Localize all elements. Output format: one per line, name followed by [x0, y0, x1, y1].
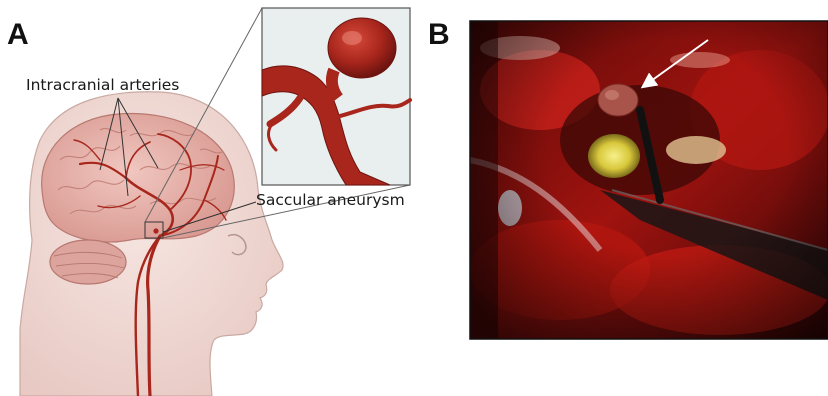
- cerebellum: [50, 240, 126, 284]
- callout-intracranial-arteries: Intracranial arteries: [26, 76, 179, 94]
- panel-label-a: A: [7, 18, 29, 52]
- intraoperative-photo: [470, 21, 828, 339]
- panel-label-b: B: [428, 18, 450, 52]
- callout-saccular-aneurysm: Saccular aneurysm: [256, 191, 405, 209]
- head-illustration: [20, 92, 283, 396]
- aneurysm-inset: [262, 8, 410, 185]
